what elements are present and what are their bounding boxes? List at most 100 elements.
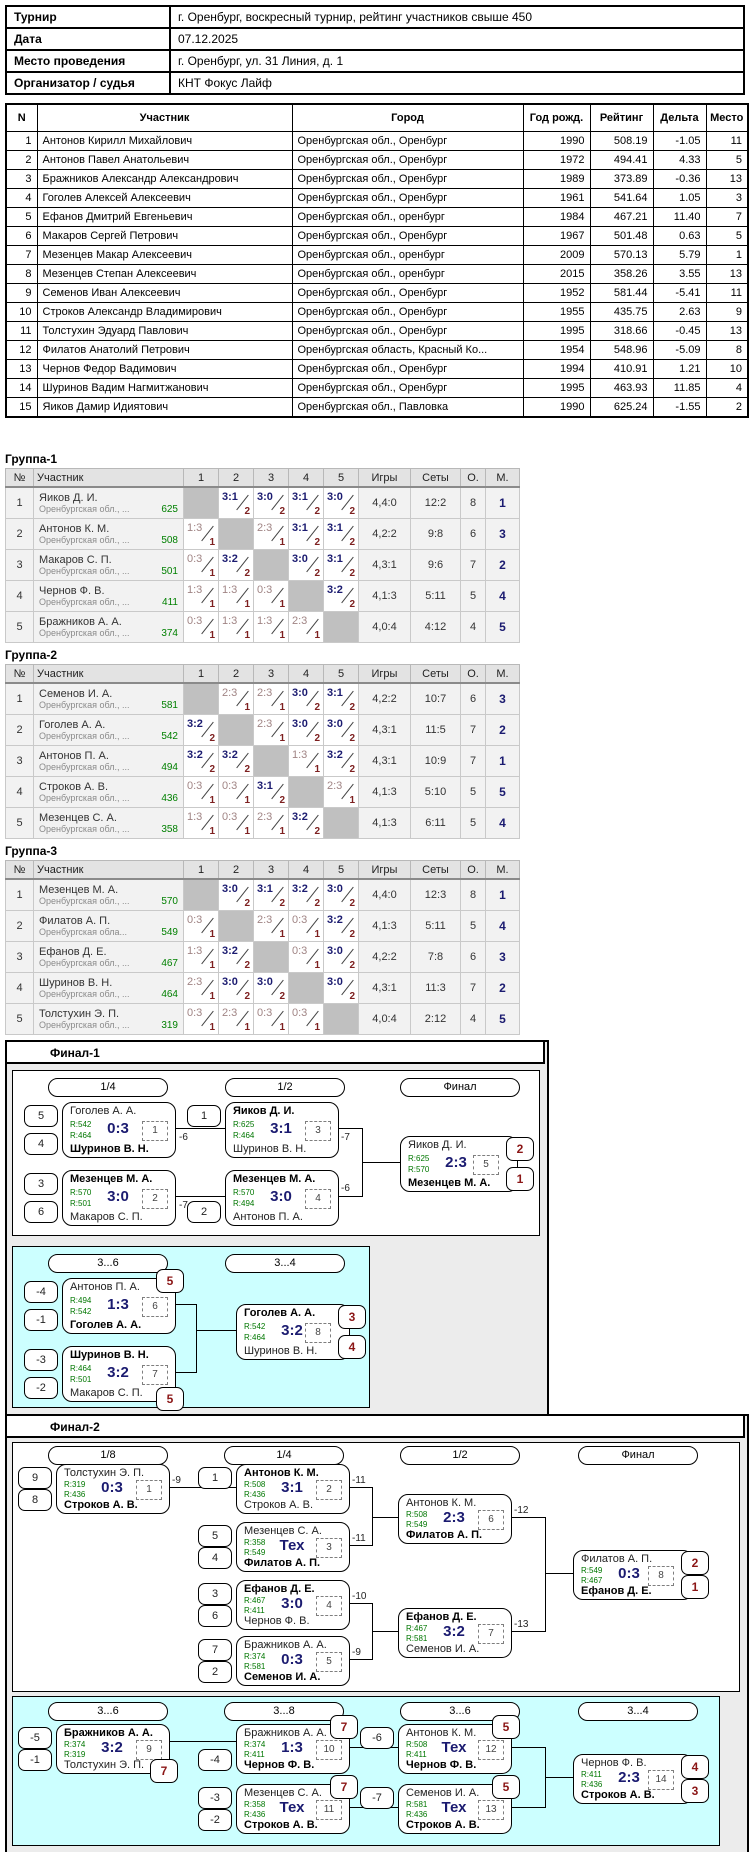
birth-year: 1967 — [522, 226, 591, 246]
match-points: 2 — [279, 795, 285, 806]
seed-box: 4 — [24, 1133, 58, 1155]
set-score: 3:0 — [327, 883, 343, 895]
set-score: 2:3 — [257, 522, 273, 534]
set-score: 0:3 — [187, 1007, 203, 1019]
column-header: Город — [291, 103, 524, 132]
player-name: Мезенцев С. А. — [244, 1787, 322, 1799]
group-column-header: 5 — [323, 468, 359, 488]
match-score: 3:1 — [281, 1479, 303, 1496]
participant-city: Оренбургская обл., Оренбург — [291, 169, 524, 189]
group-column-header: Сеты — [410, 664, 461, 684]
match-points: 1 — [314, 630, 320, 641]
games-total: 4,2:2 — [358, 941, 411, 973]
delta: 4.33 — [652, 150, 707, 170]
bracket-connector — [545, 1573, 573, 1574]
group-participant-cell: Чернов Ф. В.Оренбургская обл., ...411 — [33, 580, 184, 612]
place-badge: 4 — [681, 1755, 709, 1779]
bracket-connector — [337, 1128, 362, 1129]
match-points: 2 — [349, 506, 355, 517]
match-points: 2 — [349, 991, 355, 1002]
final-place: 11 — [705, 131, 749, 151]
delta: -1.05 — [652, 131, 707, 151]
participant-name: Бражников Александр Александрович — [36, 169, 293, 189]
player-rating: 501 — [161, 566, 178, 577]
place-badge: 5 — [156, 1269, 184, 1293]
match-points: 2 — [314, 733, 320, 744]
self-cell — [183, 878, 219, 911]
birth-year: 2015 — [522, 264, 591, 284]
rating: 373.89 — [589, 169, 654, 189]
player-name: Шуринов В. Н. — [70, 1349, 149, 1361]
self-cell — [253, 941, 289, 973]
match-points: 1 — [279, 1022, 285, 1033]
player-name: Толстухин Э. П. — [64, 1467, 145, 1479]
player-region: Оренбургская обл., ... — [39, 1020, 130, 1030]
match-points: 2 — [244, 506, 250, 517]
player-rating: R:581 — [244, 1662, 266, 1671]
set-score: 3:2 — [327, 914, 343, 926]
player-name: Мезенцев М. А. — [70, 1173, 153, 1185]
player-rating: R:411 — [244, 1750, 265, 1759]
group-column-header: № — [5, 664, 34, 684]
match-points: 1 — [209, 630, 215, 641]
set-score: 1:3 — [187, 945, 203, 957]
set-score: 3:2 — [327, 749, 343, 761]
player-subline: Оренбургская обл., ...374 — [35, 628, 183, 640]
place-badge: 5 — [156, 1387, 184, 1411]
player-name: Антонов П. А. — [39, 750, 109, 762]
sets-total: 2:12 — [410, 1003, 461, 1035]
round-pill: 3...6 — [400, 1702, 520, 1721]
self-cell — [183, 486, 219, 519]
player-region: Оренбургская обл., ... — [39, 731, 130, 741]
match-score: 3:0 — [107, 1188, 129, 1205]
group-column-header: 4 — [288, 860, 324, 880]
rating: 581.44 — [589, 283, 654, 303]
info-label: Место проведения — [5, 49, 171, 73]
seed-box: 3 — [24, 1173, 58, 1195]
group-column-header: 2 — [218, 664, 254, 684]
match-points: 1 — [279, 630, 285, 641]
set-score: 2:3 — [187, 976, 203, 988]
points-total: 7 — [460, 972, 486, 1004]
player-rating: R:494 — [233, 1199, 255, 1208]
seed-box: 7 — [198, 1639, 232, 1661]
player-rating: 494 — [161, 762, 178, 773]
final-place: 13 — [705, 169, 749, 189]
group-row-number: 5 — [5, 1003, 34, 1035]
match-number: 5 — [473, 1155, 499, 1175]
bracket-connector — [348, 1603, 372, 1604]
player-rating: R:464 — [244, 1333, 266, 1342]
group-participant-cell: Толстухин Э. П.Оренбургская обл., ...319 — [33, 1003, 184, 1035]
player-subline: Оренбургская обл., ...358 — [35, 824, 183, 836]
round-pill: 1/2 — [400, 1446, 520, 1465]
group-participant-cell: Антонов П. А.Оренбургская обл., ...494 — [33, 745, 184, 777]
delta: -0.45 — [652, 321, 707, 341]
player-subline: Оренбургская обл., ...581 — [35, 700, 183, 712]
group-column-header: 4 — [288, 468, 324, 488]
player-rating: R:464 — [233, 1131, 255, 1140]
match-points: 2 — [209, 733, 215, 744]
final-place: 8 — [705, 340, 749, 360]
group-participant-cell: Строков А. В.Оренбургская обл., ...436 — [33, 776, 184, 808]
birth-year: 1961 — [522, 188, 591, 208]
group-column-header: Игры — [358, 468, 411, 488]
set-score: 0:3 — [292, 1007, 308, 1019]
match-points: 1 — [209, 599, 215, 610]
place-badge: 1 — [681, 1575, 709, 1599]
group-column-header: № — [5, 468, 34, 488]
player-rating: R:411 — [406, 1750, 427, 1759]
player-rating: R:467 — [581, 1576, 603, 1585]
set-score: 3:0 — [327, 491, 343, 503]
